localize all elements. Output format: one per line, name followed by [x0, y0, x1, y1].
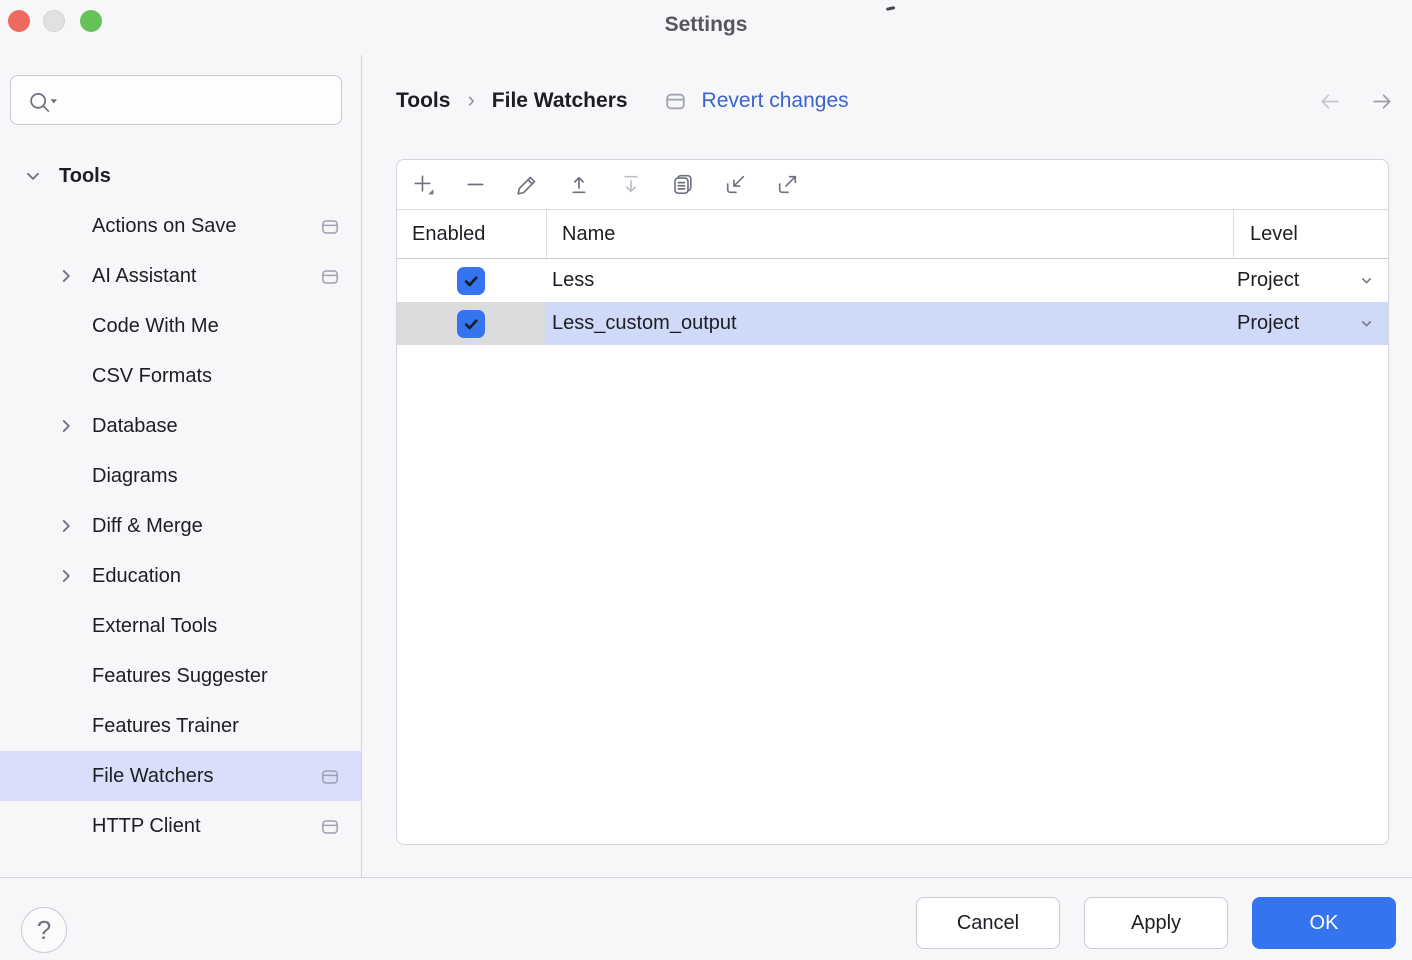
ok-button[interactable]: OK: [1252, 897, 1396, 949]
chevron-right-icon[interactable]: [57, 417, 92, 435]
tree-item-label: AI Assistant: [92, 265, 197, 288]
remove-icon: [463, 172, 488, 197]
level-dropdown[interactable]: Project: [1233, 259, 1388, 302]
move-up-icon: [567, 172, 592, 197]
file-watchers-panel: Enabled Name Level Less Project Less_cus…: [396, 159, 1389, 845]
checkmark-icon: [461, 271, 481, 291]
enabled-checkbox[interactable]: [457, 267, 485, 295]
footer-divider: [0, 877, 1412, 878]
level-dropdown[interactable]: Project: [1233, 302, 1388, 345]
tree-item-actions-on-save[interactable]: Actions on Save: [0, 201, 361, 251]
cancel-button[interactable]: Cancel: [916, 897, 1060, 949]
export-watchers-button[interactable]: [771, 169, 803, 201]
chevron-right-icon[interactable]: [57, 517, 92, 535]
tree-item-label: Actions on Save: [92, 215, 237, 238]
enabled-checkbox[interactable]: [457, 310, 485, 338]
move-up-button[interactable]: [563, 169, 595, 201]
checkmark-icon: [461, 314, 481, 334]
remove-watcher-button[interactable]: [459, 169, 491, 201]
settings-tree: Tools Actions on Save AI Assistant Code …: [0, 151, 361, 851]
tree-item-diagrams[interactable]: Diagrams: [0, 451, 361, 501]
tree-item-tools[interactable]: Tools: [0, 151, 361, 201]
move-down-button: [615, 169, 647, 201]
tree-item-label: CSV Formats: [92, 365, 212, 388]
move-down-icon: [619, 172, 644, 197]
tree-item-label: Tools: [59, 165, 111, 188]
tree-item-label: HTTP Client: [92, 815, 201, 838]
chevron-right-icon[interactable]: [57, 267, 92, 285]
tree-item-label: Diff & Merge: [92, 515, 203, 538]
tree-item-diff-merge[interactable]: Diff & Merge: [0, 501, 361, 551]
add-watcher-button[interactable]: [407, 169, 439, 201]
revert-changes-link[interactable]: Revert changes: [702, 89, 849, 113]
tree-item-file-watchers[interactable]: File Watchers: [0, 751, 361, 801]
tree-item-label: Database: [92, 415, 178, 438]
chevron-down-icon: [1358, 272, 1375, 289]
tree-item-http-client[interactable]: HTTP Client: [0, 801, 361, 851]
watchers-table-header: Enabled Name Level: [397, 210, 1388, 259]
tree-item-label: File Watchers: [92, 765, 214, 788]
column-header-name: Name: [546, 210, 1233, 258]
settings-sidebar: Tools Actions on Save AI Assistant Code …: [0, 55, 362, 877]
tree-item-code-with-me[interactable]: Code With Me: [0, 301, 361, 351]
screen-icon: [320, 217, 340, 237]
chevron-down-icon: [1358, 315, 1375, 332]
tree-item-label: Features Trainer: [92, 715, 239, 738]
duplicate-watcher-button[interactable]: [667, 169, 699, 201]
import-icon: [723, 172, 748, 197]
edit-pencil-icon: [515, 172, 540, 197]
level-value: Project: [1237, 312, 1299, 335]
tree-item-education[interactable]: Education: [0, 551, 361, 601]
forward-arrow-icon[interactable]: [1369, 89, 1396, 114]
tree-item-features-trainer[interactable]: Features Trainer: [0, 701, 361, 751]
search-icon: [26, 89, 60, 117]
breadcrumb: Tools › File Watchers Revert changes: [396, 84, 849, 118]
tree-item-label: External Tools: [92, 615, 217, 638]
edit-watcher-button[interactable]: [511, 169, 543, 201]
tree-item-csv-formats[interactable]: CSV Formats: [0, 351, 361, 401]
chevron-down-icon[interactable]: [24, 167, 59, 185]
column-header-enabled: Enabled: [397, 210, 546, 258]
tree-item-label: Diagrams: [92, 465, 178, 488]
tree-item-features-suggester[interactable]: Features Suggester: [0, 651, 361, 701]
duplicate-icon: [671, 172, 696, 197]
watcher-name-cell[interactable]: Less_custom_output: [546, 302, 1233, 345]
settings-search-field[interactable]: [10, 75, 342, 125]
tree-item-label: Code With Me: [92, 315, 219, 338]
screen-icon: [320, 267, 340, 287]
apply-button[interactable]: Apply: [1084, 897, 1228, 949]
tree-item-ai-assistant[interactable]: AI Assistant: [0, 251, 361, 301]
table-row-less-custom-output[interactable]: Less_custom_output Project: [397, 302, 1388, 345]
title-bar: Settings: [0, 0, 1412, 55]
watchers-toolbar: [397, 160, 1388, 210]
breadcrumb-file-watchers: File Watchers: [492, 89, 628, 113]
help-button[interactable]: ?: [21, 907, 67, 953]
tree-item-label: Education: [92, 565, 181, 588]
screen-icon: [320, 767, 340, 787]
artifact-dash: [886, 6, 895, 10]
column-header-level: Level: [1233, 210, 1388, 258]
add-icon: [411, 172, 436, 197]
breadcrumb-tools[interactable]: Tools: [396, 89, 450, 113]
back-arrow-icon[interactable]: [1316, 89, 1343, 114]
modified-screen-icon: [664, 90, 687, 113]
settings-content: Tools › File Watchers Revert changes Ena…: [362, 55, 1412, 877]
search-input[interactable]: [63, 77, 333, 123]
level-value: Project: [1237, 269, 1299, 292]
export-icon: [775, 172, 800, 197]
import-watchers-button[interactable]: [719, 169, 751, 201]
tree-item-external-tools[interactable]: External Tools: [0, 601, 361, 651]
screen-icon: [320, 817, 340, 837]
watcher-name-cell[interactable]: Less: [546, 259, 1233, 302]
history-navigation: [1316, 89, 1396, 114]
tree-item-database[interactable]: Database: [0, 401, 361, 451]
chevron-right-icon[interactable]: [57, 567, 92, 585]
window-title: Settings: [0, 13, 1412, 37]
tree-item-label: Features Suggester: [92, 665, 268, 688]
table-row-less[interactable]: Less Project: [397, 259, 1388, 302]
breadcrumb-separator-icon: ›: [467, 87, 474, 116]
